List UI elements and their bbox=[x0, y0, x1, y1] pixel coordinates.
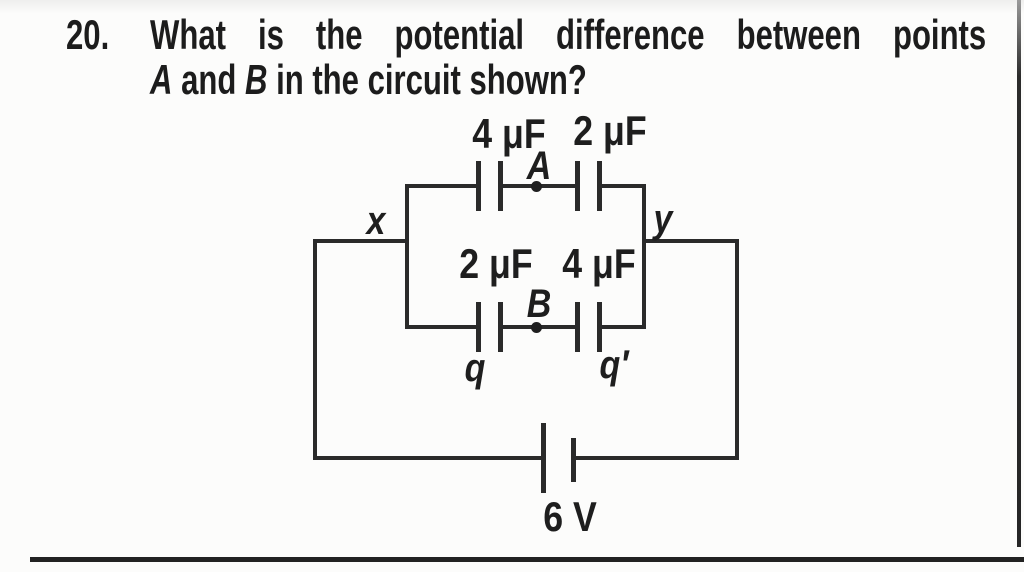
question-var-a: A bbox=[150, 56, 173, 103]
top-branch-wire-c bbox=[602, 184, 646, 188]
question-var-b: B bbox=[244, 56, 268, 103]
capacitor-4uf-top-plate-right bbox=[498, 161, 503, 211]
capacitor-2uf-top-plate-left bbox=[575, 161, 580, 211]
scan-noise-strip bbox=[0, 0, 1024, 14]
label-capacitor-2uf-top: 2 μF bbox=[573, 107, 647, 154]
label-charge-q-prime: q′ bbox=[599, 343, 629, 387]
capacitor-4uf-bottom-plate-right bbox=[597, 302, 602, 352]
battery-long-plate bbox=[541, 423, 546, 493]
node-a-dot bbox=[531, 181, 542, 192]
label-capacitor-4uf-bottom: 4 μF bbox=[562, 240, 636, 287]
question-text-and: and bbox=[172, 56, 245, 103]
label-terminal-y: y bbox=[653, 197, 673, 241]
main-wire-left bbox=[313, 239, 409, 243]
question-number: 20. bbox=[66, 11, 110, 58]
question-text-line2: A and B in the circuit shown? bbox=[150, 57, 587, 103]
bottom-branch-wire-c bbox=[602, 325, 646, 329]
page-edge-line bbox=[1017, 0, 1021, 547]
label-charge-q: q bbox=[464, 346, 486, 390]
inner-right-wire bbox=[642, 184, 646, 329]
capacitor-4uf-top-plate-left bbox=[476, 161, 481, 211]
label-capacitor-2uf-bottom: 2 μF bbox=[459, 240, 533, 287]
main-wire-right bbox=[642, 239, 739, 243]
capacitor-2uf-top-plate-right bbox=[597, 161, 602, 211]
label-node-a: A bbox=[526, 144, 552, 188]
battery-short-plate bbox=[571, 438, 576, 482]
label-battery-voltage: 6 V bbox=[543, 493, 597, 540]
capacitor-4uf-bottom-plate-left bbox=[575, 302, 580, 352]
label-node-b: B bbox=[526, 282, 552, 326]
question-text-rest: in the circuit shown? bbox=[267, 56, 587, 103]
bottom-wire-left bbox=[313, 456, 543, 460]
bottom-divider-rule bbox=[30, 557, 1024, 562]
inner-left-wire bbox=[405, 184, 409, 329]
capacitor-2uf-bottom-plate-left bbox=[476, 302, 481, 352]
node-b-dot bbox=[531, 322, 542, 333]
bottom-branch-wire-a bbox=[405, 325, 476, 329]
capacitor-2uf-bottom-plate-right bbox=[498, 302, 503, 352]
outer-right-wire bbox=[735, 239, 739, 460]
outer-left-wire bbox=[313, 239, 317, 460]
bottom-wire-right bbox=[575, 456, 739, 460]
top-branch-wire-a bbox=[405, 184, 476, 188]
question-text-line1: What is the potential difference between… bbox=[150, 11, 987, 58]
label-capacitor-4uf-top: 4 μF bbox=[472, 110, 546, 157]
label-terminal-x: x bbox=[366, 199, 386, 243]
